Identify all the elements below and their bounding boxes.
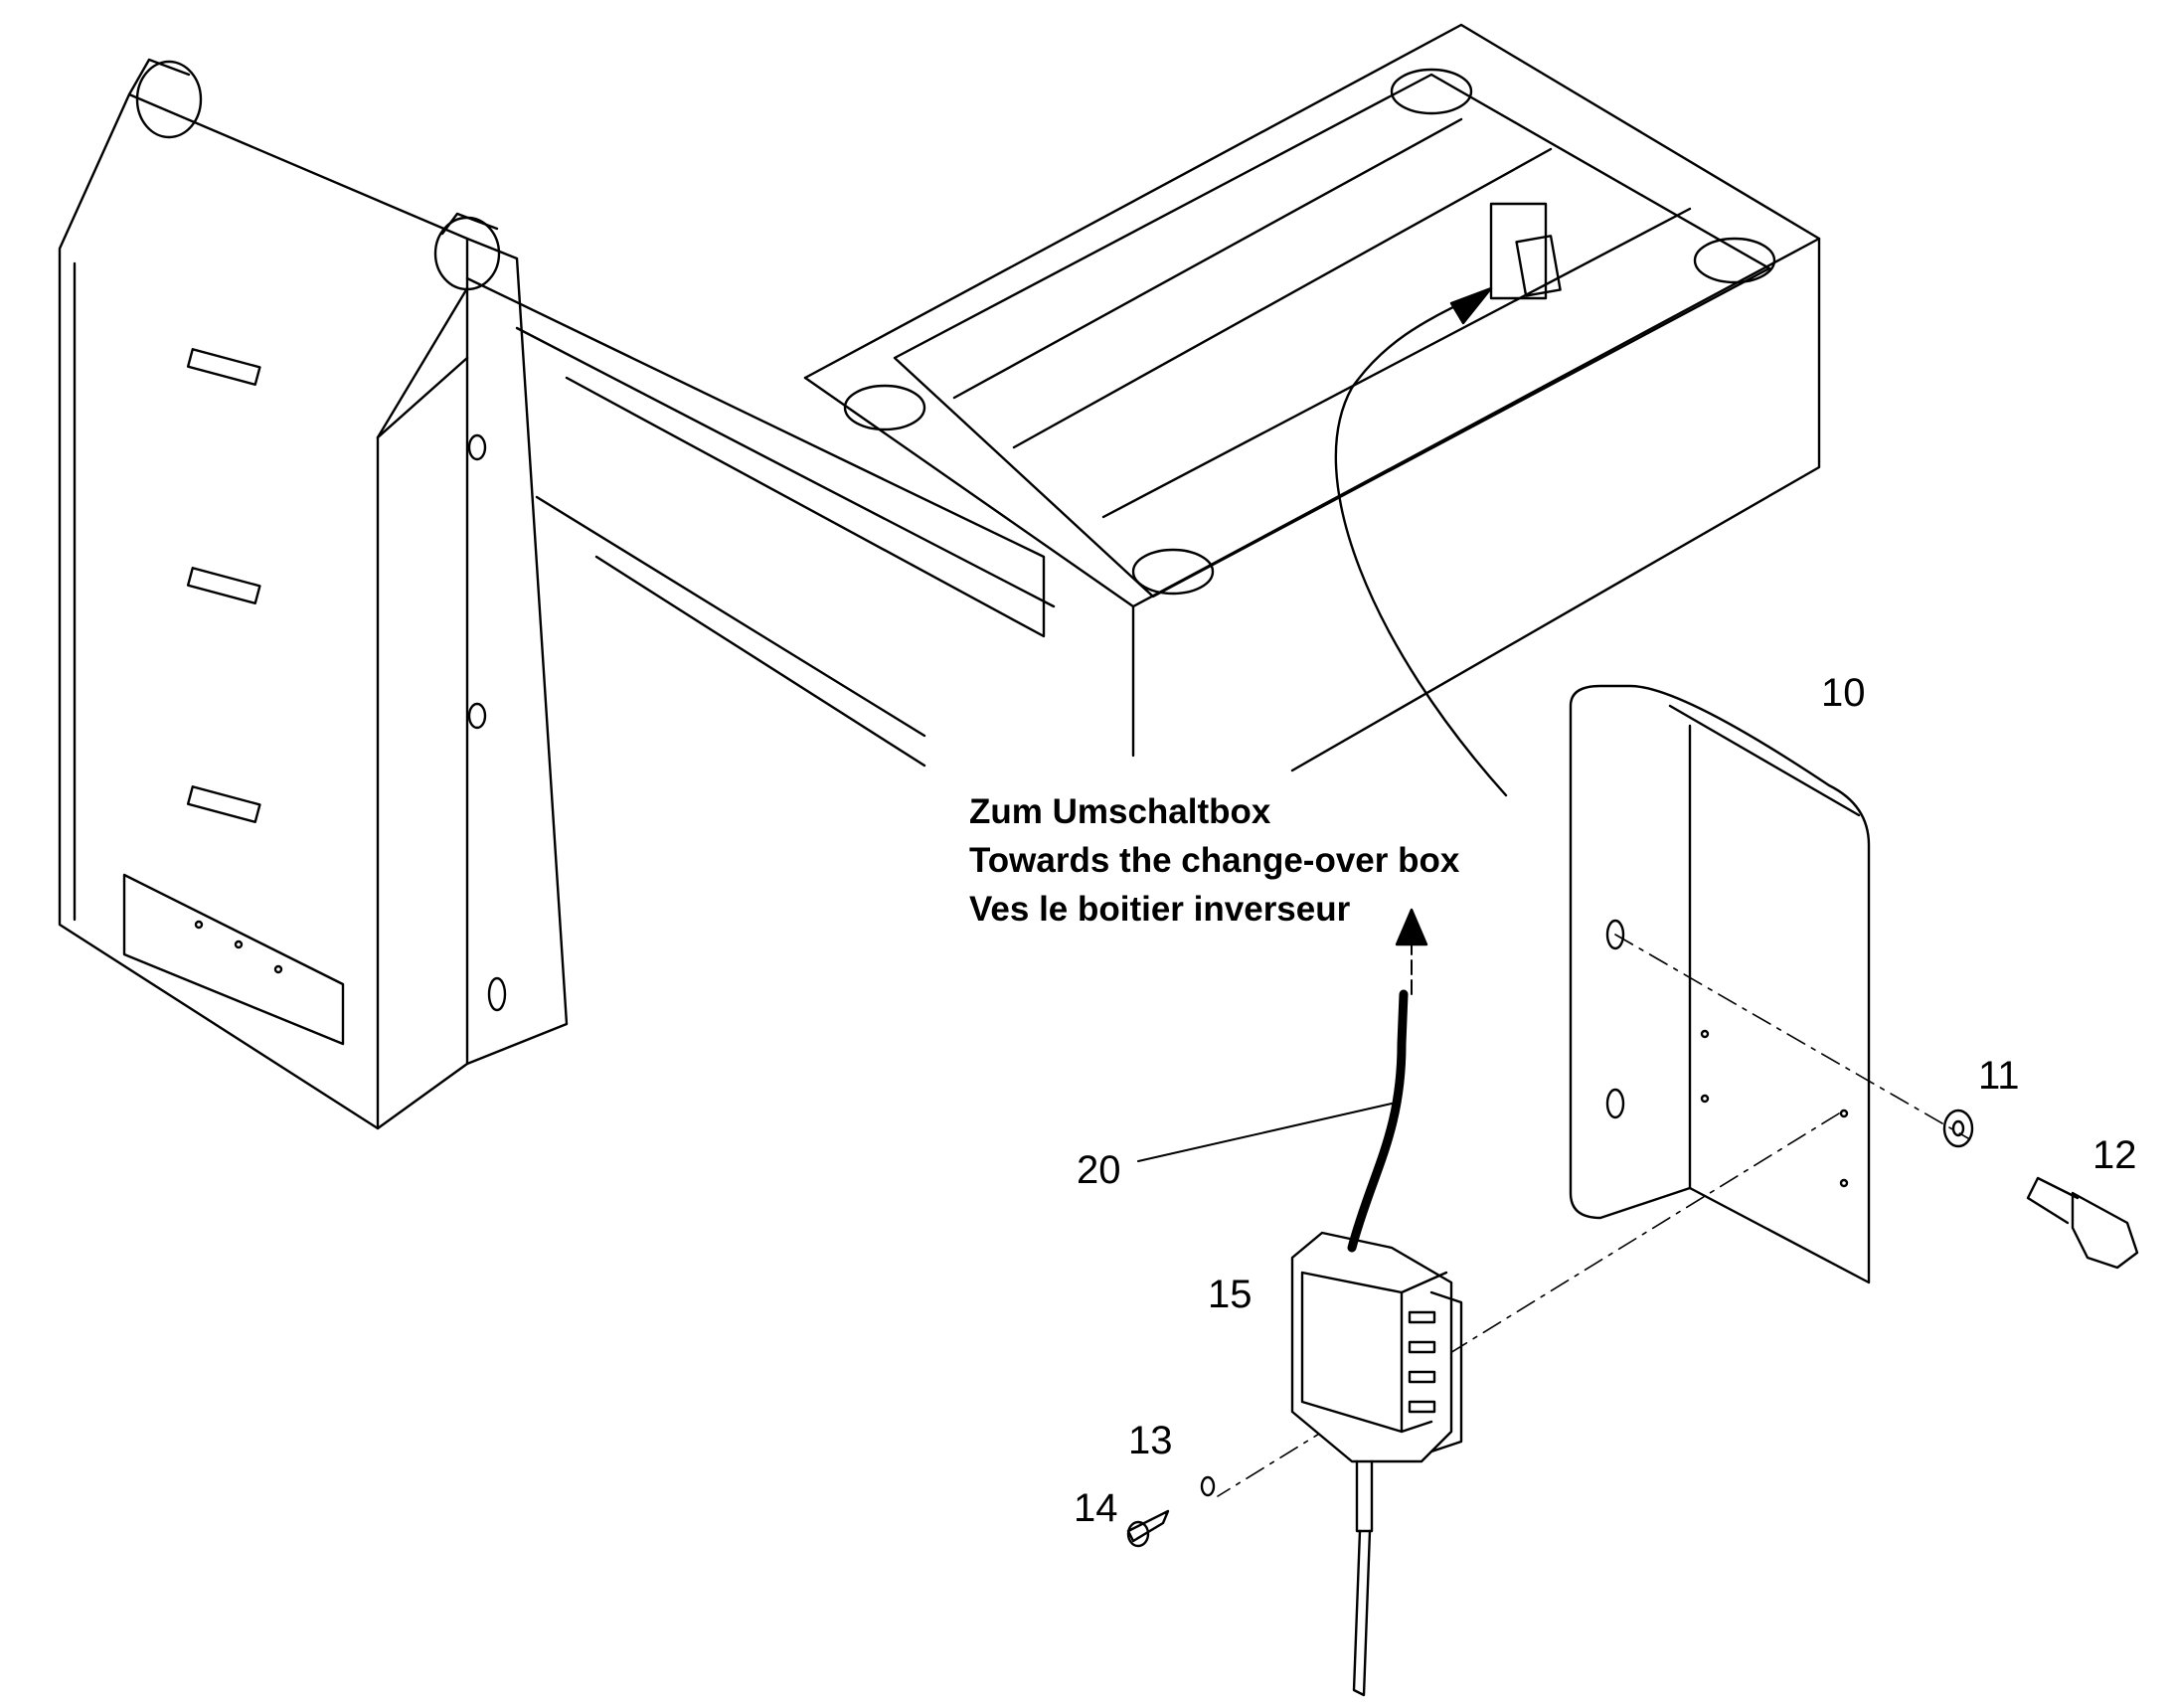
cable-20: [1347, 989, 1409, 1253]
leader-20: [1137, 1103, 1393, 1162]
callout-12: 12: [2092, 1133, 2137, 1177]
receiver-mount-plate: [1489, 202, 1548, 300]
callout-20: 20: [1077, 1148, 1121, 1192]
corner-pad-2: [1390, 68, 1473, 115]
callout-14: 14: [1074, 1486, 1118, 1530]
callout-15: 15: [1208, 1273, 1253, 1316]
screw-14: [1126, 1509, 1170, 1548]
washer-13: [1200, 1475, 1216, 1497]
routing-arrowhead: [1449, 286, 1493, 325]
base-frame: [803, 23, 1821, 772]
top-pulley-left: [135, 60, 203, 139]
note-line-de: Zum Umschaltbox: [969, 792, 1271, 831]
routing-curve: [1334, 296, 1508, 797]
bolt-12: [2026, 1176, 2139, 1270]
axis-line-upper: [1614, 934, 1969, 1139]
callout-10: 10: [1821, 671, 1866, 715]
corner-pad-3: [1693, 237, 1776, 284]
corner-pad-4: [1131, 548, 1215, 596]
note-line-fr: Ves le boitier inverseur: [969, 890, 1351, 929]
lift-column: [58, 58, 1056, 1130]
note-line-en: Towards the change-over box: [969, 841, 1460, 880]
column-slot-3: [186, 785, 261, 823]
washer-11: [1942, 1109, 1974, 1148]
column-slot-2: [186, 567, 261, 604]
receiver-mounted: [1515, 235, 1562, 297]
column-access-panel: [122, 873, 345, 1046]
cable-direction-arrow: [1395, 908, 1428, 946]
callout-11: 11: [1978, 1054, 2020, 1098]
callout-13: 13: [1128, 1419, 1173, 1462]
column-slot-1: [186, 348, 261, 386]
corner-pad-1: [843, 384, 926, 431]
radio-receiver-15: [1290, 1231, 1463, 1697]
mounting-bracket: [1569, 684, 1871, 1284]
